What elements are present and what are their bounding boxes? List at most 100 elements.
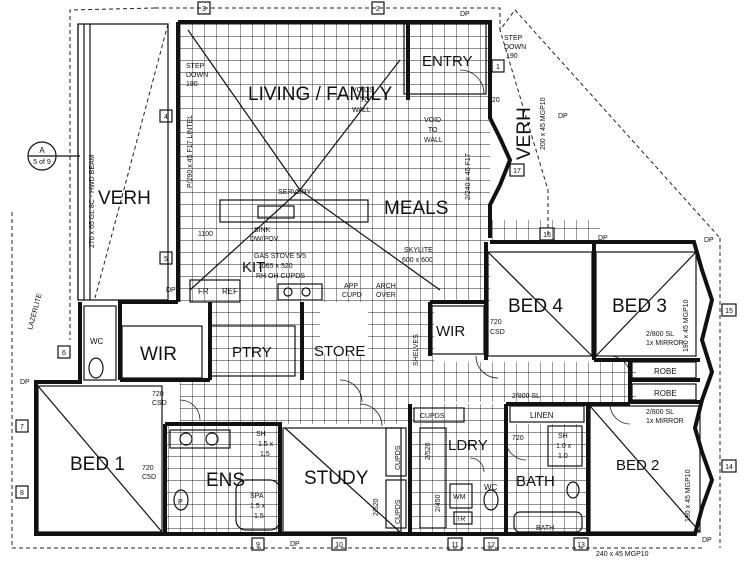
room-living: LIVING / FAMILY [248,84,393,105]
note-lazerlite: LAZERLITE [27,292,44,330]
note-wm: WM [453,494,466,501]
fixtures [88,357,583,533]
room-wc-right: WC [484,483,498,492]
room-store: STORE [314,343,365,360]
note-shelves: SHELVES [413,334,420,366]
note-gas-stove: GAS STOVE 5/5 [254,253,306,260]
note-cupds-2: CUPDS [395,445,402,470]
note-bed1-door: 720 [152,391,164,398]
note-lintel-mid: 2/240 x 45 F17 [465,153,472,200]
room-bed-3: BED 3 [612,296,667,317]
note-gas-stove-3: RH OH CUPDS [256,273,305,280]
room-wir-left: WIR [140,344,177,365]
note-door-2450: 2/450 [435,494,442,512]
tiled-floor [165,24,636,534]
dp-mark: DP [558,113,568,120]
grid-tag-7: 7 [20,424,24,431]
note-bed3-beam: 190 x 45 MGP10 [683,299,690,352]
verandah-left [77,23,169,301]
dp-mark: DP [598,235,608,242]
note-pc: P [178,499,183,506]
note-step-down-left: STEP [186,63,205,70]
room-bed-1: BED 1 [70,454,125,475]
grid-tag-4: 4 [164,114,168,121]
dp-mark: DP [166,287,176,294]
room-wir-right: WIR [436,323,465,340]
note-voids-2: VOID [424,117,441,124]
note-linen: LINEN [530,411,554,420]
walls [34,20,715,536]
note-bed1-door-2: CSD [152,400,167,407]
room-ens: ENS [206,470,245,491]
room-meals: MEALS [384,198,448,219]
note-bed2-robe-door: 2/800 SL [646,409,674,416]
grid-tag-2: 2 [376,6,380,13]
room-verh-right: VERH [514,107,535,160]
note-arch-over-2: OVER [376,292,396,299]
note-robe-2: ROBE [654,389,677,398]
roof-outline [11,7,721,549]
grid-tag-16: 16 [543,232,551,239]
section-letter: A [39,146,45,155]
door-swings [179,69,631,473]
note-skylite-2: 600 x 600 [402,257,433,264]
grid-tag-1: 1 [496,64,500,71]
note-bed1-wir-door: 720 [142,465,154,472]
note-bed1-wir-door-2: C5D [142,474,156,481]
note-skylite: SKYLITE [404,247,433,254]
note-step-down-right-2: DOWN [504,44,526,51]
note-spa: SPA [250,493,264,500]
note-tr: TR [456,516,465,523]
gridline-tags: 3 2 1 4 5 6 7 8 9 10 11 12 13 14 15 16 1… [15,1,737,551]
grid-tag-11: 11 [451,542,458,549]
kitchen-bench [189,199,369,303]
grid-tag-10: 10 [335,542,343,549]
note-bottom-beam: 240 x 45 MGP10 [596,551,649,558]
dp-mark: DP [20,379,30,386]
note-sh-ens: SH [256,431,266,438]
note-sh-ens-3: 1.5 [260,451,270,458]
note-robe-1: ROBE [654,367,677,376]
room-bath: BATH [516,473,555,490]
plan-notes: STEP DOWN 190 STEP DOWN 190 270 x 65 GL … [27,35,692,558]
note-beam-left: 270 x 65 GL 8C - HWD BEAM [89,154,96,248]
note-step-down-right: STEP [504,35,523,42]
note-bed3-robe-door-2: 1x MIRROR [646,340,684,347]
note-kit-1100: 1100 [198,231,213,238]
room-verh-left: VERH [98,188,151,209]
room-ptry: PTRY [232,344,272,361]
note-bed2-beam: 190 x 45 MGP10 [685,469,692,522]
room-bed-4: BED 4 [508,296,563,317]
grid-tag-12: 12 [487,542,495,549]
diagonals [37,29,701,533]
room-study: STUDY [304,468,369,489]
grid-tag-9: 9 [256,542,260,549]
note-sh-bath-2: 1.0 x [556,443,572,450]
grid-tag-17: 17 [513,168,521,175]
note-bed2-robe-door-2: 1x MIRROR [646,418,684,425]
note-voids-1: VOIDS [352,87,374,94]
note-spa-2: 1.5 x [250,503,266,510]
grid-tag-15: 15 [725,308,733,315]
note-wir-csd: 720 [490,319,502,326]
note-cupds-3: CUPDS [395,499,402,524]
note-step-down-left-2: DOWN [186,72,208,79]
note-beam-right: 200 x 45 MGP10 [540,97,547,150]
note-arch-over: ARCH [376,283,396,290]
grid-tag-13: 13 [577,542,585,549]
dp-mark: DP [290,541,300,548]
note-door-2520b: 2/520 [425,442,432,460]
grid-tag-8: 8 [20,490,24,497]
grid-tag-6: 6 [62,350,66,357]
note-door-720: 720 [512,435,524,442]
note-gas-stove-2: 1065 x 520 [258,263,293,270]
note-wir-csd-2: CSD [490,329,505,336]
room-wc-left: WC [90,337,104,346]
room-kit: KIT [242,259,265,276]
note-lintel-left: P/290 x 45 F17 LINTEL [187,115,194,188]
note-sh-ens-2: 1.5 x [258,441,274,448]
note-voids-2b: TO [428,127,438,134]
note-door-2800: 2/800 SL [512,393,540,400]
note-app-cupd-2: CUPD [342,292,362,299]
